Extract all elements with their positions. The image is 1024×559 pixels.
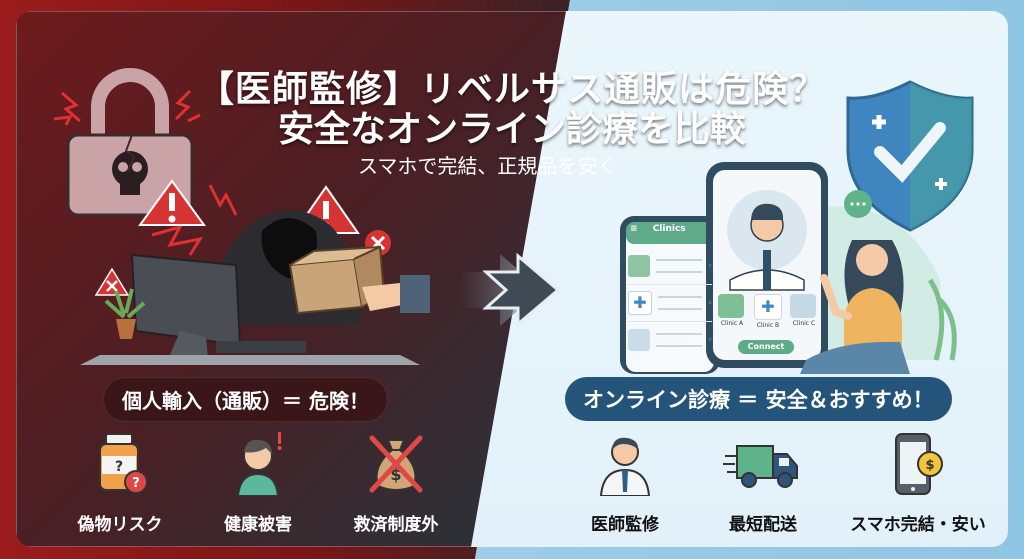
clinic-selector: Clinic A ✚ Clinic B Clinic C [718,294,818,329]
page-title-line1: 【医師監修】リベルサス通販は危険？ [197,69,827,110]
chevron-right-icon: › [708,298,712,308]
feature-no-relief: $ 救済制度外 [326,432,466,535]
svg-text:$: $ [925,458,934,473]
feature-label: 医師監修 [591,515,659,535]
feature-fast-delivery: 最短配送 [693,432,833,535]
crossed-money-bag-icon: $ [369,435,423,493]
danger-illustration [53,68,430,365]
svg-text:?: ? [132,476,140,491]
svg-text:$: $ [390,465,401,484]
phone-coin-icon: $ [895,433,943,495]
clinic-list: › ✚ › › [628,248,712,358]
woman-figure [800,240,910,374]
medical-cross-icon: ✚ [754,294,782,320]
right-arrow-icon [460,252,560,328]
doctor-icon [599,437,651,496]
clinics-title: Clinics [652,224,686,234]
sick-person-icon [236,432,282,496]
keyboard [216,341,306,353]
clinic-option-c[interactable]: Clinic C [790,294,818,329]
feature-label: 最短配送 [729,515,797,535]
building-icon [790,294,816,318]
chevron-right-icon: › [708,335,712,345]
svg-text:?: ? [115,459,123,475]
danger-banner: 個人輸入（通販）＝ 危険！ [103,377,388,422]
feature-phone-cheap: $ スマホ完結・安い [838,432,998,535]
plant [927,278,957,361]
question-bottle-icon: ? ? [99,433,148,494]
delivery-truck-icon [723,445,798,488]
feature-health-damage: 健康被害 [188,432,328,535]
clinic-list-item[interactable]: › [628,248,712,285]
page-subtitle: スマホで完結、正規品を安く [358,154,618,178]
chat-bubble-icon [844,190,872,218]
doctor-avatar-icon [628,255,650,277]
feature-label: 健康被害 [224,515,292,535]
nurse-avatar-icon [628,329,650,351]
phone-list-header: ≡ Clinics [630,224,710,240]
lightning-icon [53,89,238,256]
page-title-line2: 安全なオンライン診療を比較 [277,109,746,150]
warning-triangle-icon [138,179,206,226]
plant [104,288,146,339]
clinic-list-item[interactable]: › [628,322,712,358]
sleeve [400,275,430,313]
feature-doctor-supervised: 医師監修 [555,432,695,535]
computer-monitor [130,253,242,359]
hamburger-menu-icon[interactable]: ≡ [630,224,638,234]
feature-counterfeit-risk: ? ? 偽物リスク [50,432,190,535]
feature-label: 救済制度外 [353,515,439,535]
building-icon [718,294,744,318]
connect-button[interactable]: Connect [738,340,794,354]
clinic-option-a[interactable]: Clinic A [718,294,746,329]
medical-cross-icon: ✚ [628,291,652,315]
safe-banner: オンライン診療 ＝ 安全＆おすすめ！ [565,377,952,421]
desk [80,355,420,365]
chevron-right-icon: › [708,261,712,271]
clinic-list-item[interactable]: ✚ › [628,285,712,322]
feature-label: スマホ完結・安い [850,515,986,535]
package-box [288,245,386,315]
shield-check-icon [846,80,974,232]
warning-x-icon [94,267,130,296]
clinic-option-b[interactable]: ✚ Clinic B [754,294,782,329]
hand [362,283,402,311]
phone-video-call [706,162,828,368]
feature-label: 偽物リスク [77,515,163,535]
